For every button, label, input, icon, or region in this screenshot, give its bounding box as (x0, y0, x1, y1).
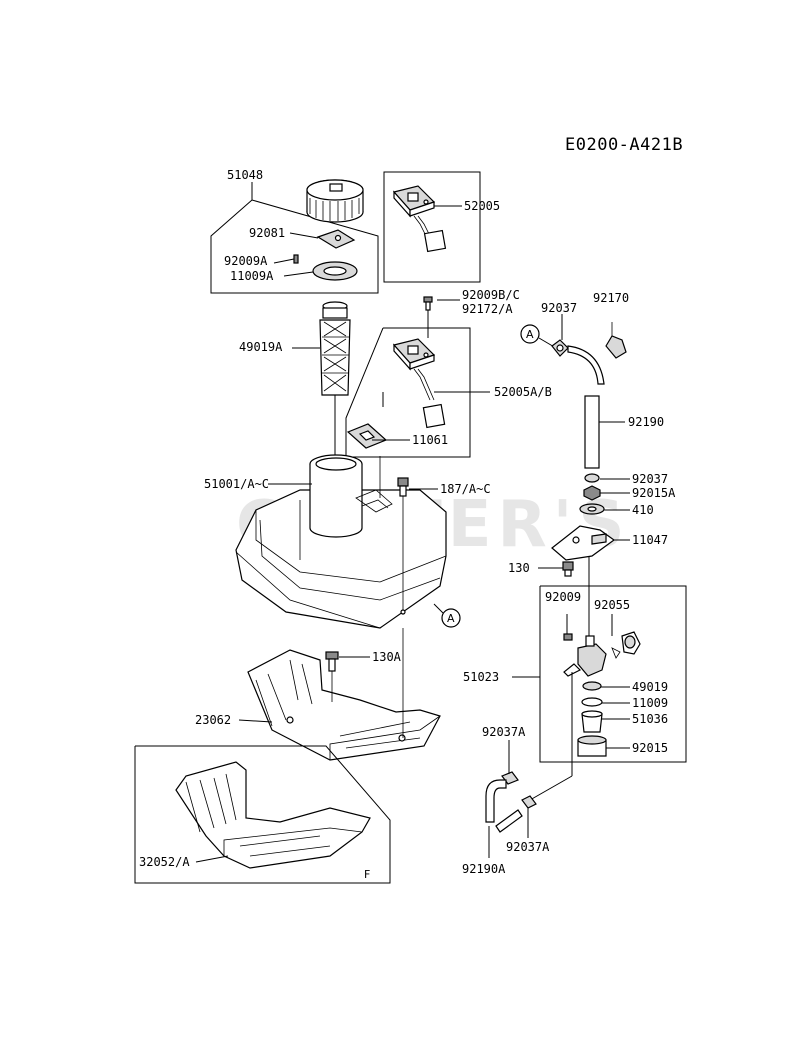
fuel-gauge-box (383, 171, 481, 283)
fuel-line-top: A (520, 314, 630, 577)
label-130a: 130A (372, 650, 402, 664)
label-11061: 11061 (412, 433, 448, 447)
label-32052a: 32052/A (139, 855, 190, 869)
label-187: 187/A~C (440, 482, 491, 496)
svg-text:A: A (526, 328, 534, 341)
label-11047: 11047 (632, 533, 668, 547)
label-92009bc: 92009B/C (462, 288, 520, 302)
screw-92009a (293, 254, 299, 264)
label-92037a-bot: 92037A (506, 840, 550, 854)
part-labels: 51048 92081 92009A 11009A 52005 92009B/C… (139, 168, 676, 876)
label-11009: 11009 (632, 696, 668, 710)
label-130: 130 (508, 561, 530, 575)
fuel-cock-51023 (512, 556, 687, 801)
fuel-cap-group (210, 179, 379, 294)
label-92037-top: 92037 (541, 301, 577, 315)
label-92015: 92015 (632, 741, 668, 755)
label-92081: 92081 (249, 226, 285, 240)
label-23062: 23062 (195, 713, 231, 727)
svg-text:F: F (364, 868, 370, 881)
label-92009: 92009 (545, 590, 581, 604)
guard-plate-32052a (175, 761, 371, 869)
label-92170: 92170 (593, 291, 629, 305)
fuel-cap-part (306, 179, 364, 223)
fuel-strainer-49019a (292, 301, 351, 456)
label-92009a: 92009A (224, 254, 268, 268)
label-51048: 51048 (227, 168, 263, 182)
label-51036: 51036 (632, 712, 668, 726)
label-11009a: 11009A (230, 269, 274, 283)
label-52005ab: 52005A/B (494, 385, 552, 399)
label-92190: 92190 (628, 415, 664, 429)
label-49019: 49019 (632, 680, 668, 694)
label-92172a: 92172/A (462, 302, 513, 316)
label-92037-mid: 92037 (632, 472, 668, 486)
diagram-code: E0200-A421B (565, 135, 683, 155)
label-49019a: 49019A (239, 340, 283, 354)
label-92037a-top: 92037A (482, 725, 526, 739)
box-f: F (134, 745, 391, 884)
svg-text:A: A (447, 612, 455, 625)
fuel-gauge-52005 (392, 185, 447, 253)
label-92190a: 92190A (462, 862, 506, 876)
label-51001: 51001/A~C (204, 477, 269, 491)
fuel-tank-51001 (235, 454, 447, 629)
fuel-gauge-group (345, 296, 490, 458)
callout-a-tank: A (441, 608, 461, 628)
label-92055: 92055 (594, 598, 630, 612)
label-92015a: 92015A (632, 486, 676, 500)
guard-plate-23062 (238, 628, 441, 761)
label-51023: 51023 (463, 670, 499, 684)
label-410: 410 (632, 503, 654, 517)
lower-hose-92190a (485, 740, 537, 858)
label-52005: 52005 (464, 199, 500, 213)
